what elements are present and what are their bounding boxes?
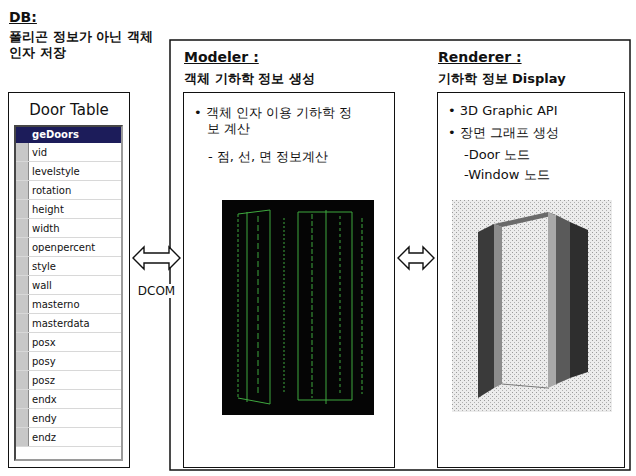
node-text: Door Table [9,101,129,120]
field-name: levelstyle [29,166,80,177]
row-selector-cell [16,238,29,256]
field-name: height [29,204,64,215]
field-name: vid [29,147,47,158]
node-text: Renderer : [438,49,522,67]
row-selector-cell [16,143,29,161]
row-selector-cell [16,181,29,199]
table-row: posz [16,371,121,390]
node-text: 객체 기하학 정보 생성 [184,71,315,87]
table-row: vid [16,143,121,162]
table-row: endy [16,409,121,428]
table-row: masterno [16,295,121,314]
wireframe-image [222,200,374,415]
row-selector-cell [16,257,29,275]
edge-label: DCOM [136,284,177,298]
row-selector-cell [16,295,29,313]
node-text: • 장면 그래프 생성 [448,125,559,141]
renderer-box: Renderer :기하학 정보 Display• 3D Graphic API… [437,92,625,468]
row-selector-cell [16,409,29,427]
double-arrow [133,247,180,269]
table-row: wall [16,276,121,295]
double-arrow [398,247,434,269]
row-selector-cell [16,333,29,351]
node-text: Modeler : [184,49,259,67]
field-name: posy [29,356,56,367]
field-name: openpercent [29,242,95,253]
modeler-box: Modeler :객체 기하학 정보 생성• 객체 인자 이용 기하학 정보 계… [183,92,395,468]
node-text: -Door 노드 [464,147,530,163]
table-row: height [16,200,121,219]
field-name: endy [29,413,57,424]
table-row: width [16,219,121,238]
node-text: 폴리곤 정보가 아닌 객체 인자 저장 [9,29,167,62]
row-selector-cell [16,371,29,389]
field-name: masterno [29,299,80,310]
node-text: DB: [9,9,37,27]
node-text: -Window 노드 [464,167,550,183]
table-row: endx [16,390,121,409]
field-name: width [29,223,60,234]
field-name: posx [29,337,56,348]
table-row: openpercent [16,238,121,257]
table-row: posx [16,333,121,352]
row-selector-cell [16,428,29,446]
table-row: levelstyle [16,162,121,181]
row-selector-cell [16,314,29,332]
table-row: style [16,257,121,276]
row-selector-cell [16,390,29,408]
table-row: posy [16,352,121,371]
table-box: DB:폴리곤 정보가 아닌 객체 인자 저장Door TablegeDoorsv… [8,92,130,468]
table-row: rotation [16,181,121,200]
node-text: • 3D Graphic API [448,103,558,119]
field-name: style [29,261,56,272]
field-name: wall [29,280,52,291]
table-row: masterdata [16,314,121,333]
row-selector-cell [16,276,29,294]
row-selector-cell [16,200,29,218]
node-text: geDoors [16,127,121,143]
row-selector-cell [16,352,29,370]
node-text: • 객체 인자 이용 기하학 정보 계산 [194,105,354,138]
node-text: - 점, 선, 면 정보계산 [208,149,329,165]
table-row: endz [16,428,121,447]
field-list: geDoors vid levelstyle rotation height width o… [14,125,123,461]
outer-frame [170,40,630,470]
row-selector-cell [16,162,29,180]
row-selector-cell [16,219,29,237]
field-name: rotation [29,185,71,196]
door-render-image [452,200,612,412]
field-name: posz [29,375,55,386]
field-name: endx [29,394,57,405]
node-text: 기하학 정보 Display [438,71,566,87]
field-name: endz [29,432,56,443]
field-name: masterdata [29,318,90,329]
